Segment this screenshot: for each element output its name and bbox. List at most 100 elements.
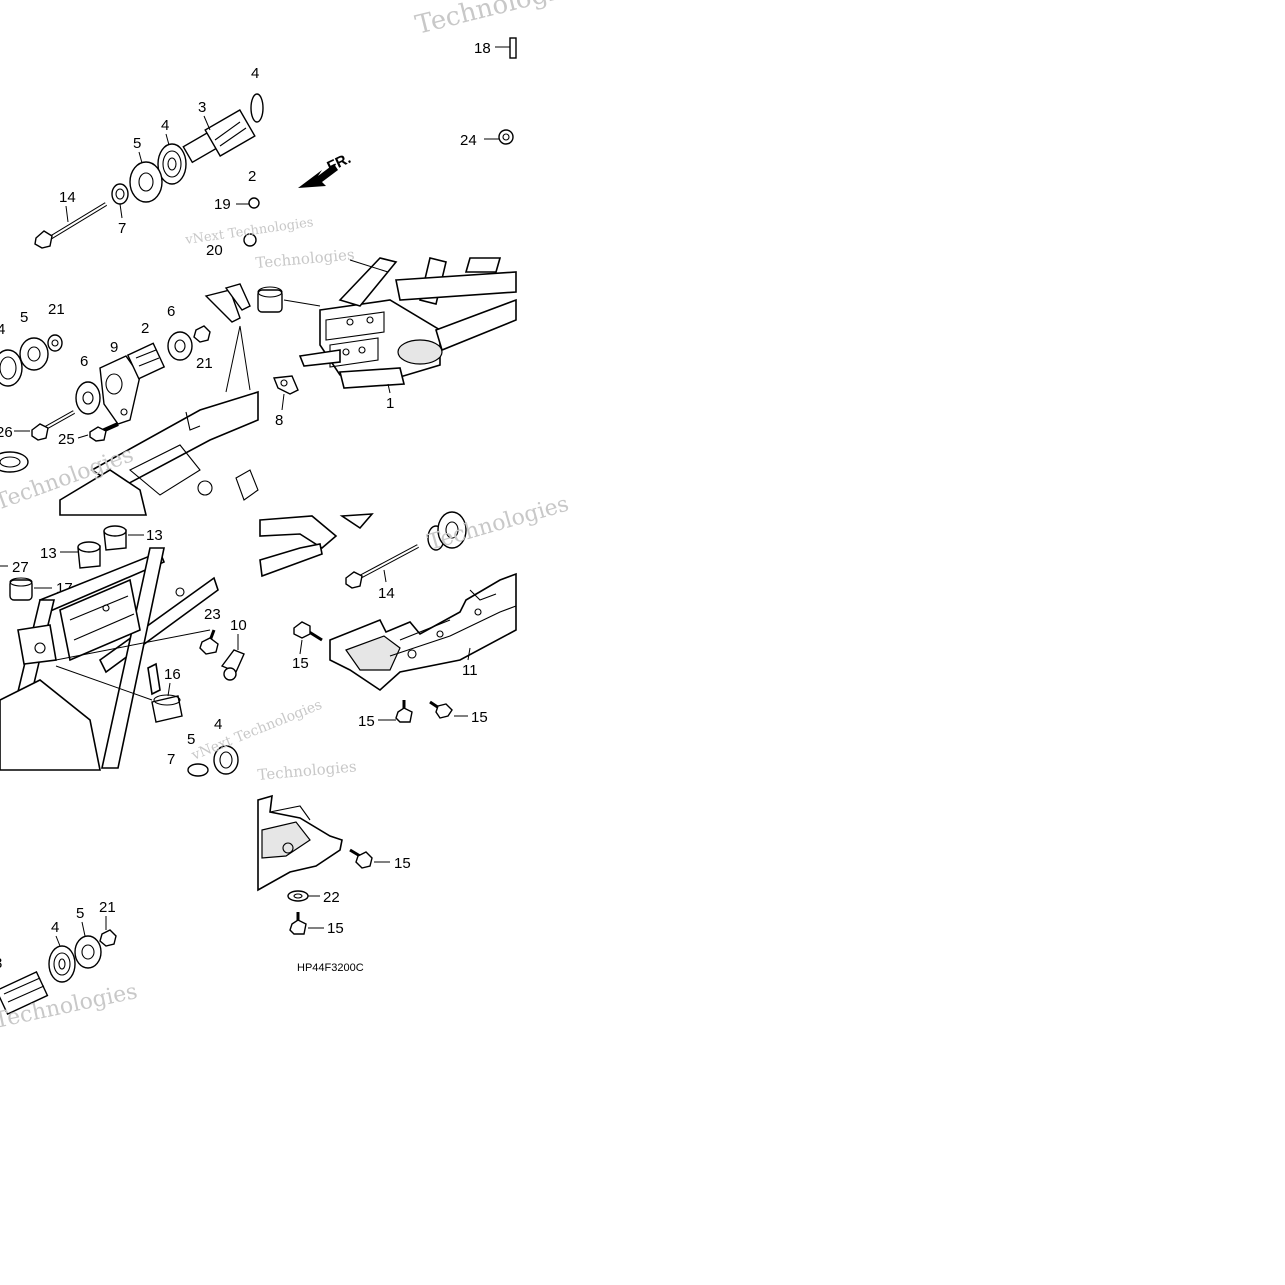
- part-14-long-bolt: [345, 544, 419, 589]
- callout-15a: 15: [292, 655, 309, 672]
- part-6-bushing: [75, 381, 101, 415]
- part-3-gear-shaft: [182, 109, 256, 164]
- callout-15b: 15: [358, 713, 375, 730]
- callout-5c: 5: [187, 731, 195, 748]
- callout-5b: 5: [20, 309, 28, 326]
- watermark: Technologies: [257, 757, 357, 784]
- part-15-bolt: [395, 700, 413, 723]
- part-18: [509, 37, 517, 59]
- callout-2: 2: [248, 168, 256, 185]
- callout-21b: 21: [196, 355, 213, 372]
- main-frame-body: [0, 547, 219, 771]
- part-21-nut: [47, 334, 63, 352]
- part-14-long-bolt: [34, 202, 108, 249]
- callout-3: 3: [198, 99, 206, 116]
- part-13-bushing: [77, 541, 101, 569]
- callout-4b: 4: [161, 117, 169, 134]
- part-5-bushing: [19, 337, 49, 371]
- callout-16: 16: [164, 666, 181, 683]
- callout-7: 7: [118, 220, 126, 237]
- front-direction-arrow: FR.: [298, 150, 354, 188]
- part-5-bushing: [129, 161, 163, 203]
- part-26-bolt: [31, 410, 75, 441]
- callout-13a: 13: [40, 545, 57, 562]
- callout-2b: 2: [141, 320, 149, 337]
- part-7-collar: [111, 183, 129, 205]
- callout-9: 9: [110, 339, 118, 356]
- part-4-bearing: [0, 349, 23, 387]
- part-3-gear-shaft: [0, 970, 49, 1016]
- skid-plate-detail: [257, 794, 343, 892]
- diagram-tile-4: 3 4 5 21 Technologies: [0, 794, 411, 1034]
- part-21-nut: [99, 929, 117, 947]
- callout-15c: 15: [471, 709, 488, 726]
- callout-20: 20: [206, 242, 223, 259]
- callout-19: 19: [214, 196, 231, 213]
- callout-18: 18: [474, 40, 491, 57]
- callout-21: 21: [48, 301, 65, 318]
- part-22-washer: [287, 890, 309, 902]
- skid-plate-frame: [259, 511, 467, 578]
- watermark: vNext Technologies: [189, 697, 325, 764]
- main-frame-upper: [298, 257, 517, 389]
- hose-clamp-straps: [204, 283, 283, 323]
- callout-24: 24: [460, 132, 477, 149]
- watermark: Technologies: [255, 245, 355, 272]
- callout-14b: 14: [378, 585, 395, 602]
- part-15-bolt: [289, 912, 307, 935]
- diagram-tile-3: 13 13 27 17: [0, 492, 572, 784]
- part-17-clamp: [9, 577, 33, 601]
- callout-11: 11: [462, 662, 478, 679]
- part-24: [498, 129, 514, 145]
- part-5-bushing: [187, 763, 209, 777]
- part-6-bushing: [167, 331, 193, 361]
- part-15-bolt: [293, 621, 323, 642]
- part-19: [248, 197, 260, 209]
- callout-6b: 6: [167, 303, 175, 320]
- callout-6a: 6: [80, 353, 88, 370]
- part-21-nut: [193, 325, 211, 343]
- callout-4d: 4: [214, 716, 222, 733]
- callout-1: 1: [386, 395, 394, 412]
- frame-rail-lower: [0, 390, 259, 516]
- part-13-bushing: [103, 525, 127, 551]
- callout-27: 27: [12, 559, 29, 576]
- callout-5d: 5: [76, 905, 84, 922]
- callout-25: 25: [58, 431, 75, 448]
- callout-26: 26: [0, 424, 13, 441]
- diagram-tile-2: 4 5 21 6 9 2: [0, 257, 517, 516]
- part-5-bushing: [74, 935, 102, 969]
- callout-3b: 3: [0, 955, 2, 972]
- callout-4c: 4: [0, 321, 5, 338]
- callout-5: 5: [133, 135, 141, 152]
- part-25-bolt: [89, 422, 119, 442]
- part-10-clip: [220, 649, 245, 681]
- part-20: [243, 233, 257, 247]
- svg-text:FR.: FR.: [325, 150, 354, 176]
- callout-4e: 4: [51, 919, 59, 936]
- part-4-upper: [250, 93, 264, 123]
- callout-15e: 15: [327, 920, 344, 937]
- callout-14: 14: [59, 189, 76, 206]
- diagram-tile-1: Technologies 18 24 FR. 3 4: [34, 0, 587, 272]
- part-4-bearing: [48, 945, 76, 983]
- callout-22: 22: [323, 889, 340, 906]
- callout-21c: 21: [99, 899, 116, 916]
- callout-4a: 4: [251, 65, 259, 82]
- part-2-gear: [126, 342, 166, 380]
- diagram-code: HP44F3200C: [297, 962, 364, 974]
- part-9-bracket: [99, 355, 141, 425]
- part-15-bolt: [349, 848, 373, 869]
- part-23-bolt: [199, 629, 219, 655]
- part-4-bearing: [157, 143, 187, 185]
- callout-8: 8: [275, 412, 283, 429]
- callout-7b: 7: [167, 751, 175, 768]
- callout-13b: 13: [146, 527, 163, 544]
- part-15-bolt: [429, 700, 453, 719]
- callout-10: 10: [230, 617, 247, 634]
- part-16-clamp: [151, 694, 183, 723]
- part-11-skid-plate: [329, 572, 517, 692]
- callout-15d: 15: [394, 855, 411, 872]
- watermark: Technologies: [412, 0, 586, 41]
